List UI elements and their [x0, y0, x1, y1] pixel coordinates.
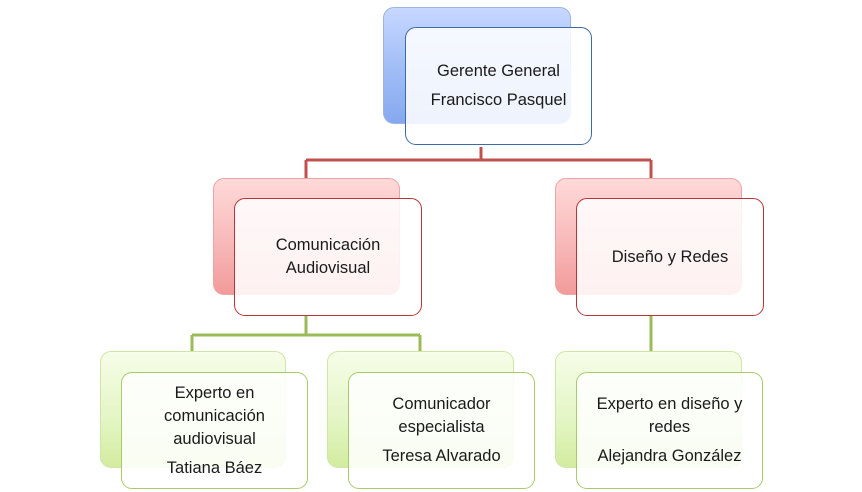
comunicador-line2: especialista: [398, 418, 485, 436]
root-name: Francisco Pasquel: [430, 91, 567, 109]
comunicador-name: Teresa Alvarado: [382, 447, 501, 465]
comunicador-line1: Comunicador: [392, 395, 491, 413]
dept-diseno-label: Diseño y Redes: [611, 247, 729, 266]
experto-diseno-node: Experto en diseño y redes Alejandra Gonz…: [576, 372, 763, 489]
comunicador-node: Comunicador especialista Teresa Alvarado: [348, 372, 535, 489]
dept-diseno-node: Diseño y Redes: [576, 198, 764, 316]
root-node: Gerente General Francisco Pasquel: [405, 27, 592, 145]
dept-comunicacion-node: Comunicación Audiovisual: [234, 198, 422, 316]
experto-diseno-line1: Experto en diseño y: [596, 395, 743, 413]
experto-diseno-name: Alejandra González: [597, 447, 742, 465]
dept-comunicacion-line1: Comunicación: [275, 236, 381, 254]
dept-comunicacion-line2: Audiovisual: [285, 259, 371, 277]
experto-comunicacion-node: Experto en comunicación audiovisual Tati…: [121, 372, 308, 489]
experto-comunicacion-line1: Experto en: [174, 383, 255, 402]
root-title: Gerente General: [437, 62, 560, 80]
experto-comunicacion-line3: audiovisual: [173, 429, 256, 448]
experto-diseno-line2: redes: [648, 418, 691, 436]
experto-comunicacion-line2: comunicación: [164, 406, 265, 425]
experto-comunicacion-name: Tatiana Báez: [166, 458, 263, 477]
